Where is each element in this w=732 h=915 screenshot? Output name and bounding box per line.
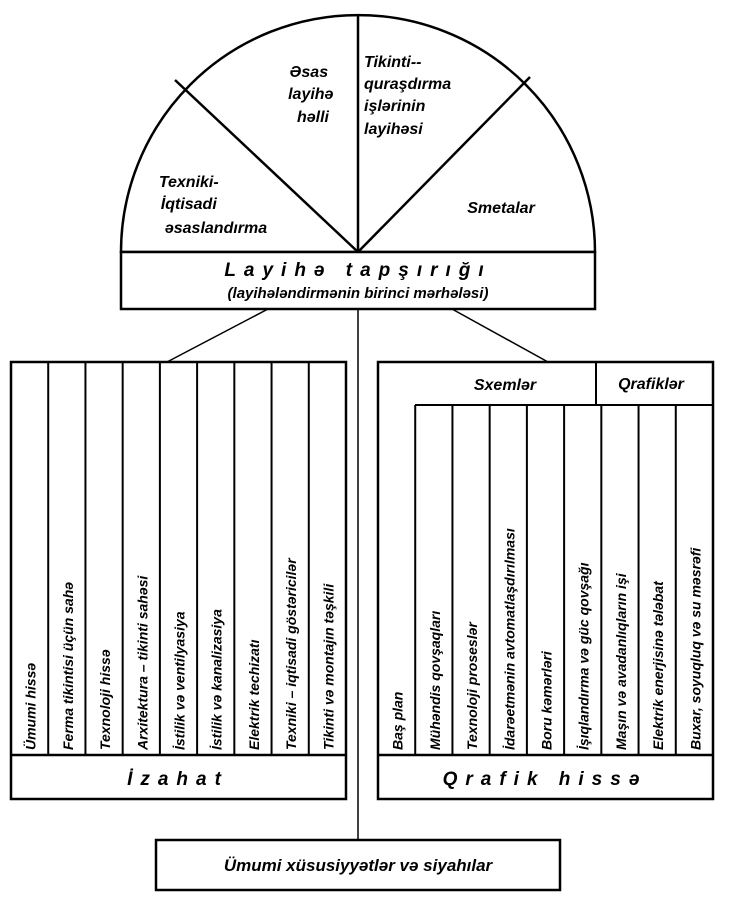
left-column-label: İstilik və ventilyasiya [172, 611, 188, 750]
bottom-box-label: Ümumi xüsusiyyətlər və siyahılar [224, 856, 494, 875]
dome-divider-3 [357, 76, 531, 253]
right-column-label: İdarəetmənin avtomatlaşdırılması [501, 528, 517, 750]
connector-right [451, 308, 549, 363]
connectors [166, 308, 549, 840]
left-column-label: Texnoloji hissə [97, 649, 113, 750]
dome-divider-1 [174, 79, 359, 253]
left-column-label: Arxitektura – tikinti sahəsi [134, 575, 150, 751]
right-column-label: Texnoloji proseslər [464, 621, 480, 750]
left-panel-footer: İzahat [127, 769, 229, 790]
task-box-subtitle: (layihələndirmənin birinci mərhələsi) [228, 285, 489, 302]
left-column-label: Elektrik techizatı [246, 639, 262, 750]
left-column-label: Texniki – iqtisadi göstəricilər [283, 557, 299, 750]
task-box-title: Layihə tapşırığı [224, 260, 491, 281]
right-column-label: Mühəndis qovşaqları [427, 611, 443, 750]
sector-label-construction-project: Tikinti-- quraşdırma işlərinin layihəsi [364, 54, 456, 138]
right-column-label: İşıqlandırma və güc qovşağı [576, 562, 592, 750]
left-column-label: Ümumi hissə [23, 663, 39, 750]
sector-label-teo: Texniki- İqtisadi əsaslandırma [159, 174, 267, 237]
right-column-label: Baş plan [390, 692, 406, 750]
right-column-label: Maşın və avadanlıqların işi [613, 572, 629, 750]
left-column-label: Tikinti və montajın təşkili [320, 583, 336, 750]
group-label-graphs: Qrafiklər [618, 376, 685, 393]
bottom-box [154, 838, 562, 892]
right-panel-frame [376, 360, 715, 801]
connector-left [166, 308, 269, 363]
right-column-label: Boru kəmərləri [539, 650, 555, 750]
group-label-schemes: Sxemlər [474, 377, 537, 394]
right-column-label: Elektrik enerjisinə tələbat [650, 580, 666, 750]
dome [119, 13, 597, 254]
sector-label-main-solution: Əsas layihə həlli [288, 64, 338, 126]
right-column-label: Buxar, soyuqluq və su məsrəfi [687, 547, 703, 750]
dome-arc [119, 13, 597, 254]
sector-label-estimates: Smetalar [467, 200, 535, 217]
left-panel-frame [9, 360, 348, 801]
left-column-label: Ferma tikintisi üçün sahə [60, 582, 76, 750]
right-panel-footer: Qrafik hissə [443, 769, 648, 790]
task-box [119, 250, 597, 311]
left-columns: Ümumi hissə Ferma tikintisi üçün sahə Texn… [23, 362, 336, 755]
right-columns: Baş plan Mühəndis qovşaqları Texnoloji pro… [390, 405, 703, 755]
left-column-label: İstilik və kanalizasiya [209, 609, 225, 750]
